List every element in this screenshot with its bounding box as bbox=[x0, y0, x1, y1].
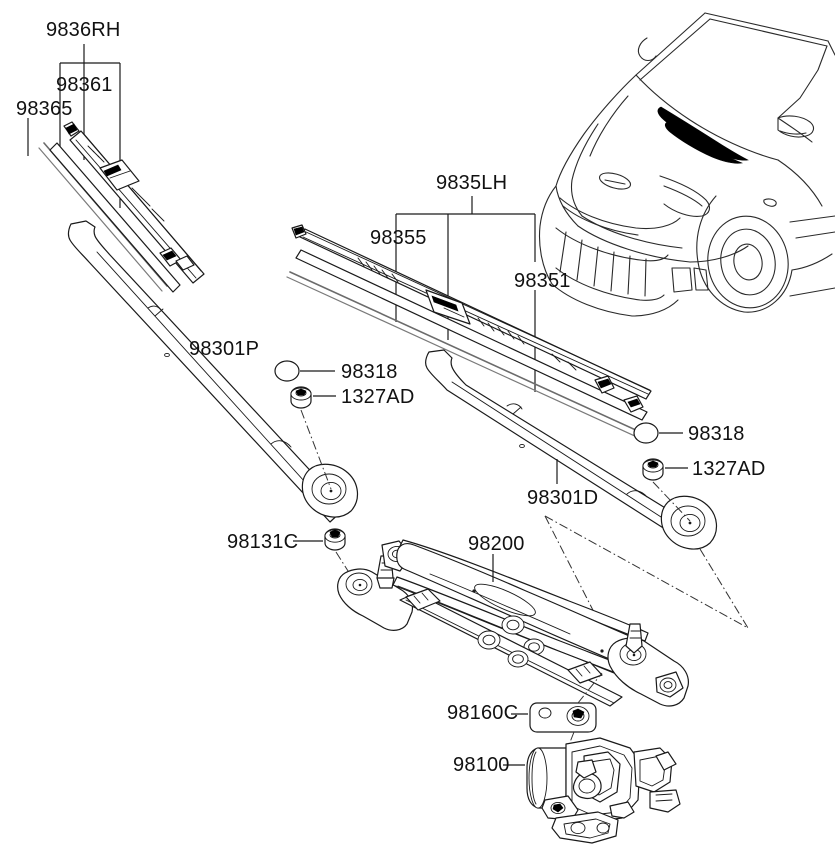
label-98361: 98361 bbox=[56, 74, 113, 96]
label-9836rh: 9836RH bbox=[46, 19, 121, 41]
cap-98318-upper bbox=[274, 360, 335, 382]
label-98200: 98200 bbox=[468, 533, 525, 555]
label-98355: 98355 bbox=[370, 227, 427, 249]
label-9835lh: 9835LH bbox=[436, 172, 508, 194]
wiper-arm-98301p bbox=[67, 220, 358, 523]
leader-group-9835lh bbox=[395, 196, 536, 392]
wiper-blade-rh-illustration bbox=[38, 121, 205, 293]
linkage-assembly-98200 bbox=[337, 539, 689, 707]
wiper-blade-lh-illustration bbox=[286, 224, 652, 438]
wiper-arm-98301d bbox=[425, 349, 717, 550]
label-98318-right: 98318 bbox=[688, 423, 745, 445]
label-98301d: 98301D bbox=[527, 487, 599, 509]
label-98100: 98100 bbox=[453, 754, 510, 776]
label-98160c: 98160C bbox=[447, 702, 519, 724]
label-1327ad-right: 1327AD bbox=[692, 458, 766, 480]
vehicle-illustration bbox=[538, 12, 835, 317]
label-98365: 98365 bbox=[16, 98, 73, 120]
label-98318-upper: 98318 bbox=[341, 361, 398, 383]
alignment-dash-dot-lines bbox=[544, 515, 749, 629]
label-98351: 98351 bbox=[514, 270, 571, 292]
wiper-motor-98100 bbox=[503, 737, 681, 844]
nut-1327ad-upper bbox=[290, 386, 336, 490]
label-98301p: 98301P bbox=[189, 338, 260, 360]
cap-98318-right bbox=[633, 422, 683, 444]
nut-1327ad-right bbox=[642, 458, 691, 522]
label-1327ad-upper: 1327AD bbox=[341, 386, 415, 408]
label-98131c: 98131C bbox=[227, 531, 299, 553]
